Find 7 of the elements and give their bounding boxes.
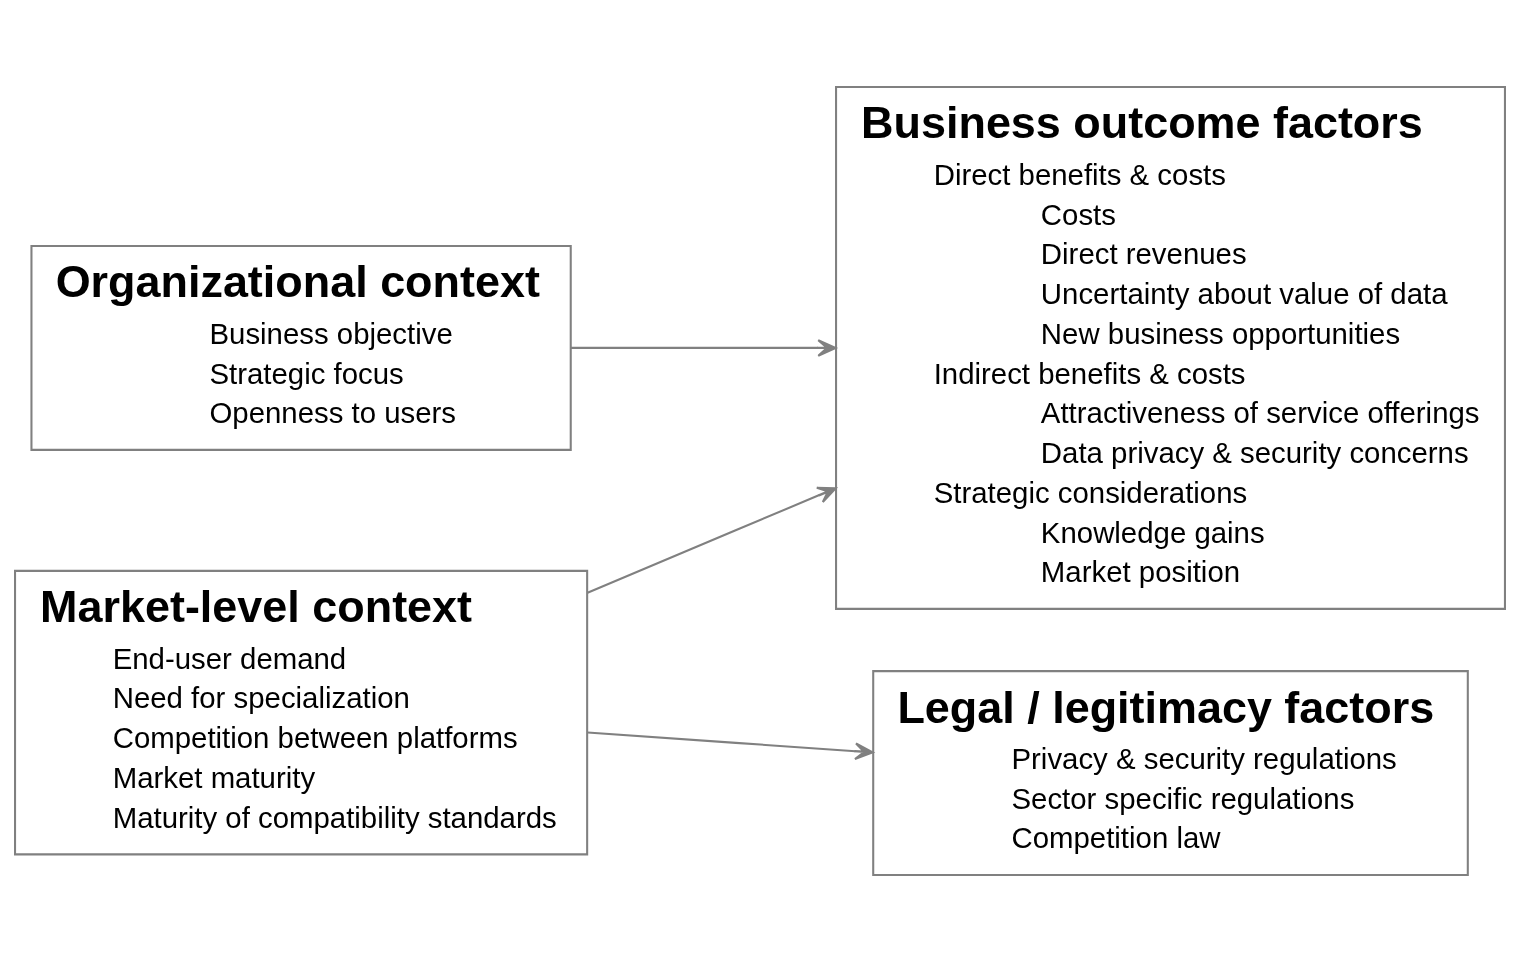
node-box: Organizational context Business objective Strategic focus Openness to users [30,244,572,451]
node-box: Business outcome factors Direct benefits & costs Costs Direct revenues Uncertainty about value of data New business opportunities Indirect benefits & costs Attractiveness of service offerings Data privacy & security concerns Strategic considerations Knowledge gains Market position [835,85,1506,610]
node-box: Market-level context End-user demand Need for specialization Competition between platforms Market maturity Maturity of compatibility standards [14,569,589,855]
node-box: Legal / legitimacy factors Privacy & security regulations Sector specific regulations Competition law [872,669,1469,876]
arrow [570,338,837,357]
arrow [587,730,874,760]
arrow [587,486,837,594]
